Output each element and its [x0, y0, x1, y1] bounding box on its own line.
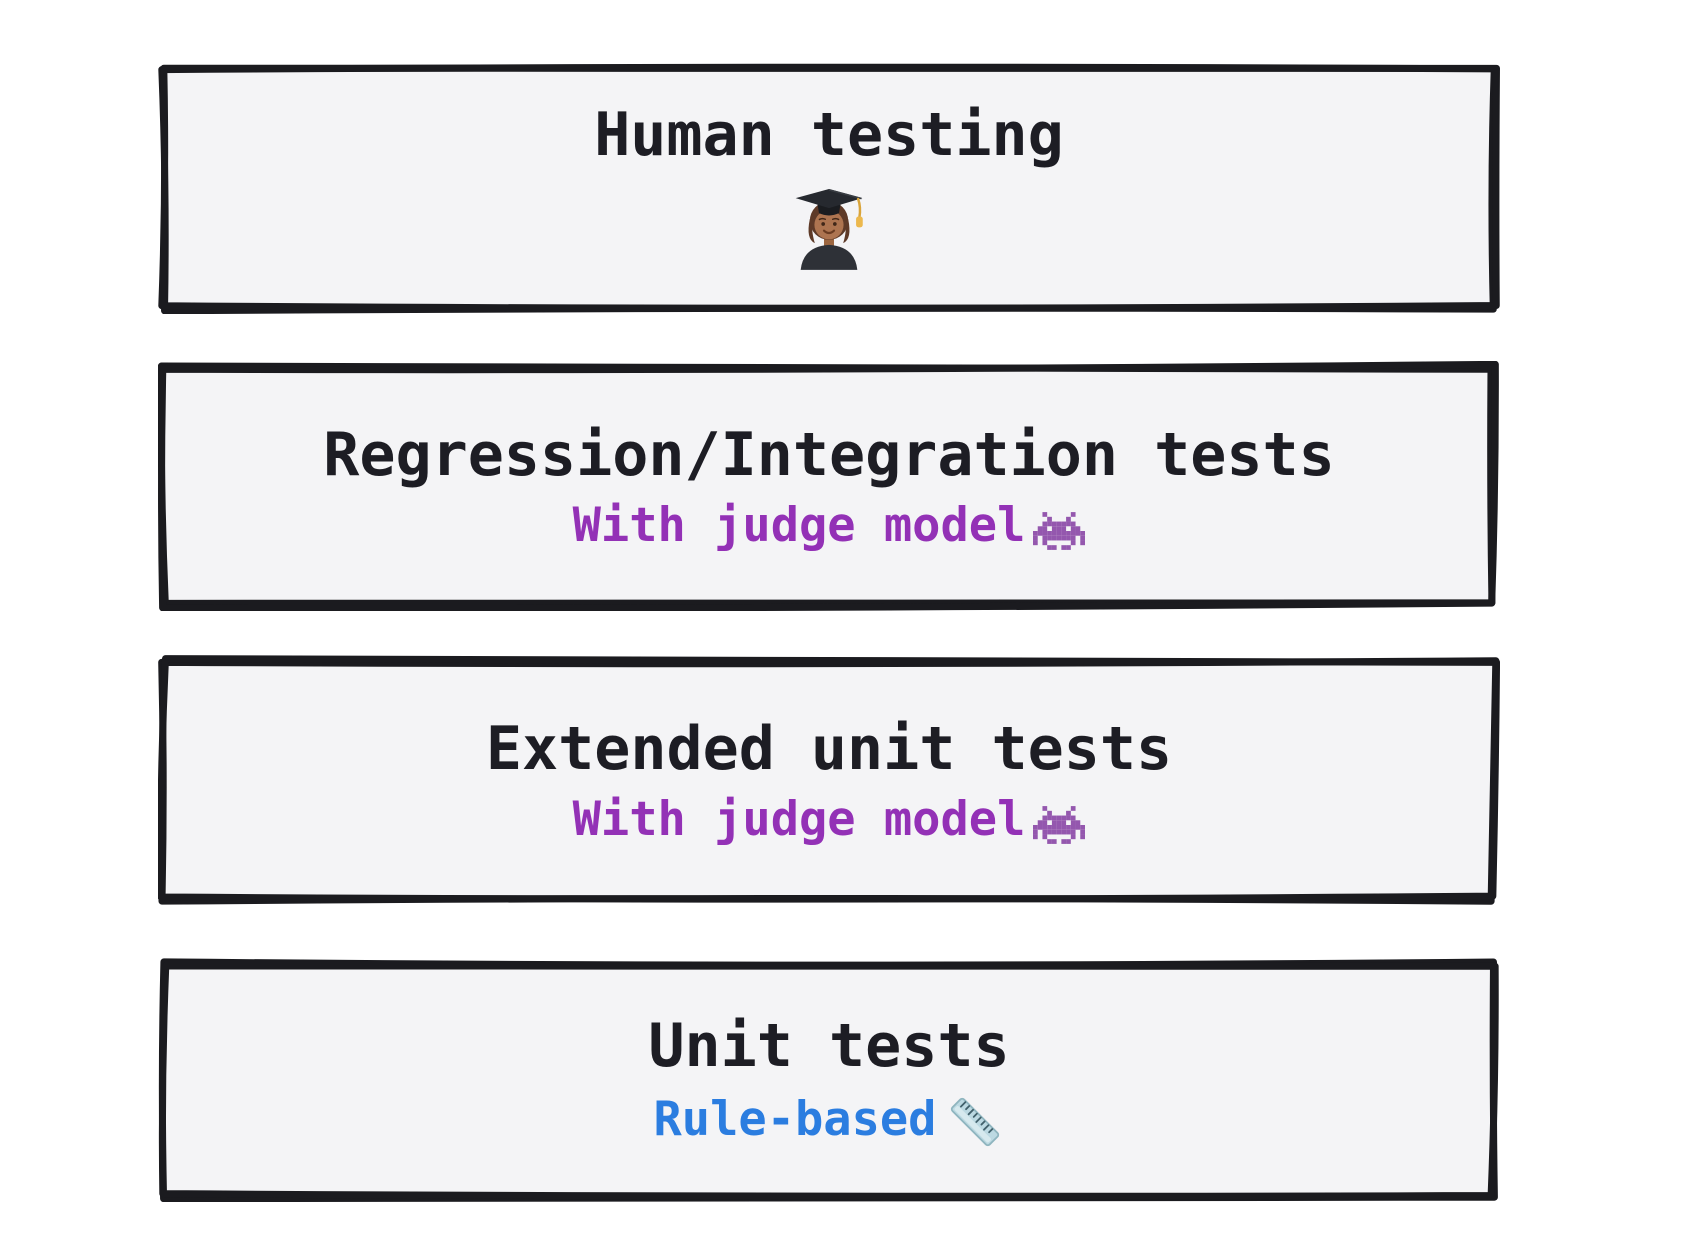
box-content: Extended unit tests With judge model — [158, 655, 1500, 905]
box-content: Human testing — [158, 62, 1500, 314]
student-emoji — [795, 188, 863, 270]
box-border — [158, 361, 1499, 611]
box-human-testing: Human testing — [158, 62, 1500, 314]
box-subtitle: Rule-based — [654, 1091, 1005, 1149]
box-title: Extended unit tests — [485, 713, 1173, 784]
box-title: Unit tests — [648, 1010, 1010, 1081]
box-subtitle-label: With judge model — [572, 497, 1026, 553]
box-border — [158, 655, 1500, 905]
alien-monster-emoji — [1033, 805, 1086, 844]
box-title: Regression/Integration tests — [323, 419, 1335, 490]
alien-monster-emoji — [1033, 511, 1086, 550]
box-subtitle: With judge model — [572, 791, 1086, 847]
ruler-emoji — [951, 1097, 1000, 1146]
box-extended-unit-tests: Extended unit tests With judge model — [158, 655, 1500, 905]
box-content: Regression/Integration tests With judge … — [158, 361, 1500, 611]
box-regression-integration-tests: Regression/Integration tests With judge … — [158, 361, 1500, 611]
box-unit-tests: Unit tests Rule-based — [158, 958, 1500, 1202]
box-title: Human testing — [594, 99, 1064, 170]
box-subtitle: With judge model — [572, 497, 1086, 553]
box-border — [158, 958, 1499, 1202]
box-border — [158, 63, 1500, 314]
box-subtitle-label: Rule-based — [653, 1091, 937, 1147]
box-subtitle-label: With judge model — [572, 791, 1026, 847]
box-content: Unit tests Rule-based — [158, 958, 1500, 1202]
